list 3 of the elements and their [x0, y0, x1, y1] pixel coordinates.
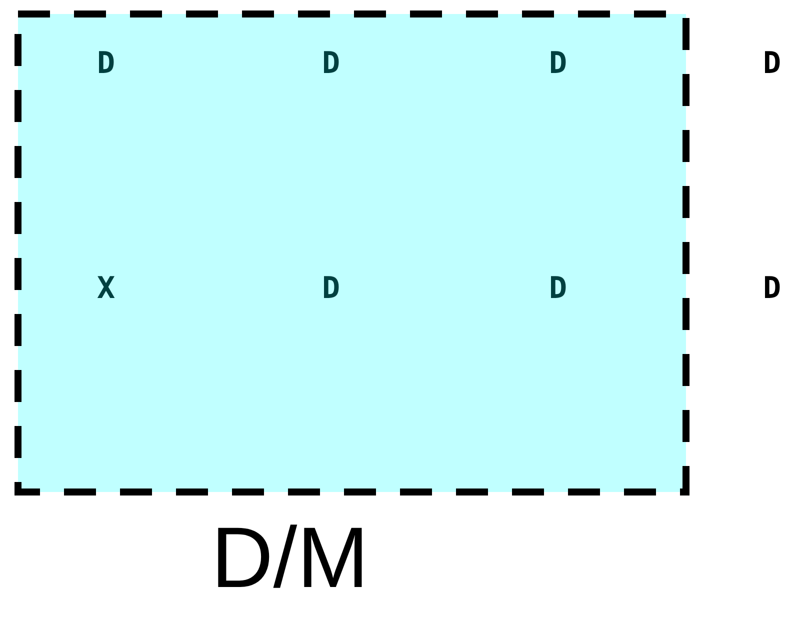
ratio-label: D/M: [211, 509, 369, 608]
side-letter: D: [762, 272, 782, 306]
side-letter: D: [762, 47, 782, 81]
